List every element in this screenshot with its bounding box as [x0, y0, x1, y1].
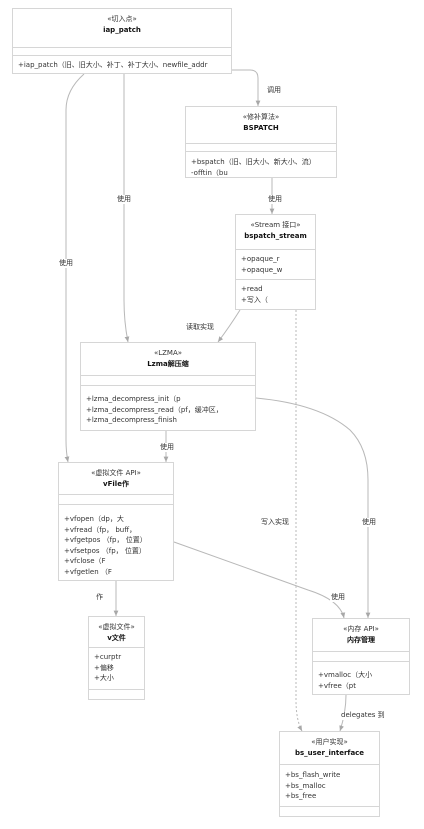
node-attributes: +curptr +偏移 +大小 — [89, 647, 144, 684]
attribute: +bs_free — [285, 792, 317, 800]
attribute: +bs_flash_write — [285, 771, 341, 779]
node-title: 内存管理 — [347, 635, 375, 644]
node-methods: +bspatch（旧、旧大小、新大小、流） -offtin（bu — [186, 151, 336, 177]
edge-stream-lzma — [217, 309, 241, 343]
node-title: v文件 — [107, 633, 126, 642]
edge-iap-vfile — [64, 73, 85, 463]
node-methods: +iap_patch（旧、旧大小、补丁、补丁大小、newfile_addr — [13, 55, 231, 71]
edge-iap-bspatch — [232, 69, 261, 106]
edge-label-stream-lzma: 读取实现 — [185, 323, 215, 332]
method: +vfree（pt — [318, 681, 356, 690]
method: +lzma_decompress_finish — [86, 416, 177, 424]
method: +vmalloc（大小 — [318, 671, 373, 679]
method: +bspatch（旧、旧大小、新大小、流） — [191, 158, 316, 166]
method: +写入（ — [241, 295, 268, 304]
node-attributes — [81, 375, 255, 386]
edge-vfile-mem — [173, 541, 346, 619]
node-title: bspatch_stream — [244, 231, 307, 240]
edge-lzma-mem — [255, 397, 371, 618]
edge-stream-bsuser — [295, 310, 303, 732]
node-title: bs_user_interface — [294, 748, 365, 757]
node-vfile-api[interactable]: «虚拟文件 API» vFile作 +vfopen（dp，大 +vfread（f… — [58, 462, 174, 581]
method: -offtin（bu — [191, 168, 228, 177]
node-attributes — [13, 47, 231, 56]
node-bspatch[interactable]: «修补算法» BSPATCH +bspatch（旧、旧大小、新大小、流） -of… — [185, 106, 337, 178]
attribute: +偏移 — [94, 663, 114, 672]
node-bspatch-stream[interactable]: «Stream 接口» bspatch_stream +opaque_r +op… — [235, 214, 316, 310]
edge-label-vfile-mem: 使用 — [330, 593, 346, 602]
node-stereotype: «切入点» — [107, 15, 137, 23]
node-methods: +vmalloc（大小 +vfree（pt — [313, 661, 409, 691]
node-attributes — [186, 143, 336, 152]
edge-label-bspatch-stream: 使用 — [267, 195, 283, 204]
node-title: iap_patch — [103, 25, 141, 34]
edge-label-vfile-v: 作 — [95, 593, 104, 602]
edge-iap-lzma — [123, 74, 130, 343]
method: +vfsetpos （fp， 位置） — [64, 546, 146, 555]
node-vfile[interactable]: «虚拟文件» v文件 +curptr +偏移 +大小 — [88, 616, 145, 700]
edge-label-lzma-vfile: 使用 — [159, 443, 175, 452]
method: +read — [241, 285, 263, 293]
node-methods — [280, 806, 379, 816]
method: +iap_patch（旧、旧大小、补丁、补丁大小、newfile_addr — [18, 61, 208, 69]
node-methods: +vfopen（dp，大 +vfread（fp， buff， +vfgetpos… — [59, 504, 173, 577]
node-title: BSPATCH — [243, 123, 279, 132]
node-stereotype: «LZMA» — [153, 349, 183, 357]
method: +vfread（fp， buff， — [64, 525, 137, 534]
edge-label-stream-bsuser: 写入实现 — [260, 518, 290, 527]
attribute: +bs_malloc — [285, 781, 326, 790]
node-methods: +lzma_decompress_init（p +lzma_decompress… — [81, 385, 255, 426]
attribute: +curptr — [94, 653, 122, 661]
edge-label-iap-lzma: 使用 — [116, 195, 132, 204]
node-stereotype: «修补算法» — [242, 113, 280, 121]
attribute: +opaque_r — [241, 255, 280, 263]
node-methods — [89, 689, 144, 699]
node-mem-api[interactable]: «内存 API» 内存管理 +vmalloc（大小 +vfree（pt — [312, 618, 410, 695]
node-title: Lzma解压缩 — [147, 359, 189, 368]
node-iap-patch[interactable]: «切入点» iap_patch +iap_patch（旧、旧大小、补丁、补丁大小… — [12, 8, 232, 74]
method: +lzma_decompress_read（pf，缓冲区， — [86, 405, 223, 414]
node-attributes — [313, 651, 409, 662]
node-attributes: +bs_flash_write +bs_malloc +bs_free — [280, 764, 379, 802]
attribute: +大小 — [94, 674, 114, 682]
node-methods: +read +写入（ — [236, 279, 315, 305]
node-stereotype: «虚拟文件 API» — [91, 469, 141, 477]
node-stereotype: «Stream 接口» — [250, 221, 301, 229]
node-bs-user-interface[interactable]: «用户实现» bs_user_interface +bs_flash_write… — [279, 731, 380, 817]
method: +vfopen（dp，大 — [64, 515, 124, 523]
edge-label-lzma-mem: 使用 — [361, 518, 377, 527]
method: +vfclose（F — [64, 557, 106, 565]
node-attributes — [59, 494, 173, 505]
method: +lzma_decompress_init（p — [86, 395, 181, 403]
node-lzma[interactable]: «LZMA» Lzma解压缩 +lzma_decompress_init（p +… — [80, 342, 256, 431]
node-stereotype: «内存 API» — [343, 625, 379, 633]
node-stereotype: «用户实现» — [311, 738, 348, 746]
method: +vfgetlen （F — [64, 567, 112, 576]
node-title: vFile作 — [103, 479, 129, 488]
node-attributes: +opaque_r +opaque_w — [236, 249, 315, 275]
edge-label-iap-vfile: 使用 — [58, 259, 74, 268]
node-stereotype: «虚拟文件» — [98, 623, 135, 631]
edge-label-iap-bspatch: 调用 — [266, 86, 282, 95]
edge-label-mem-bsuser: delegates 到 — [340, 711, 386, 720]
method: +vfgetpos （fp， 位置） — [64, 536, 147, 544]
attribute: +opaque_w — [241, 265, 283, 274]
